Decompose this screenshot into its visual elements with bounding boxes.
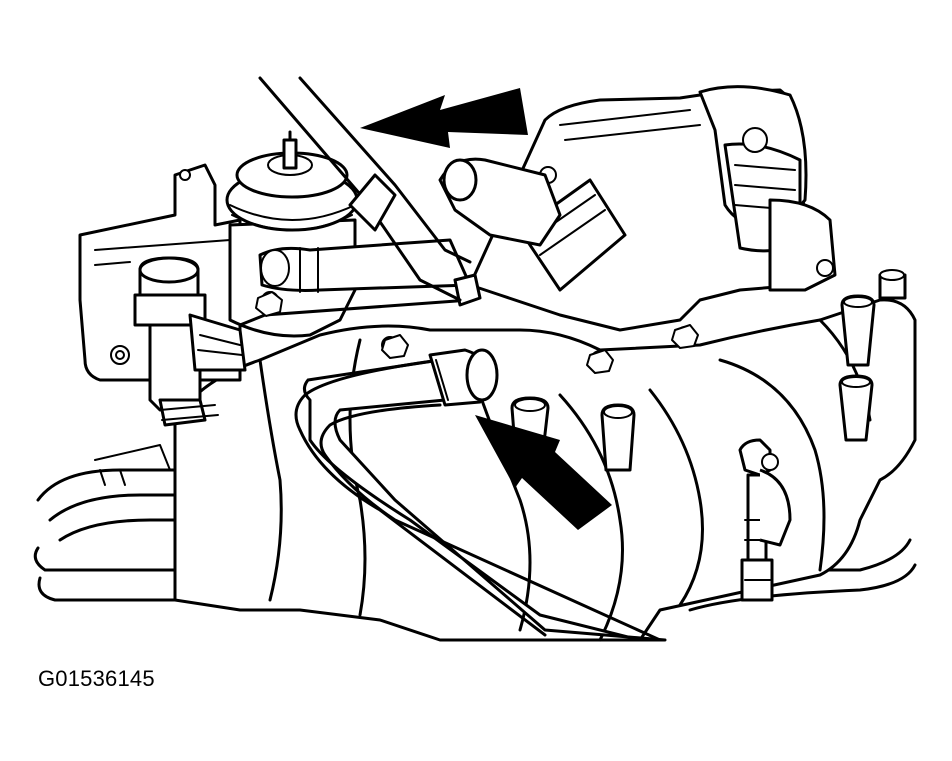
- fuel-rail-fitting: [738, 438, 792, 602]
- vacuum-hose: [258, 76, 472, 302]
- egr-solenoid: [133, 256, 247, 427]
- arrow-upper: [360, 88, 528, 148]
- egr-valve: [225, 130, 359, 338]
- arrow-lower: [475, 415, 612, 530]
- manifold-bosses: [510, 269, 907, 472]
- figure-id-label: G01536145: [38, 666, 155, 691]
- manifold-bolts: [255, 291, 699, 374]
- pcv-elbow: [438, 157, 562, 307]
- throttle-body: [468, 85, 837, 370]
- pcv-hose: [294, 348, 667, 642]
